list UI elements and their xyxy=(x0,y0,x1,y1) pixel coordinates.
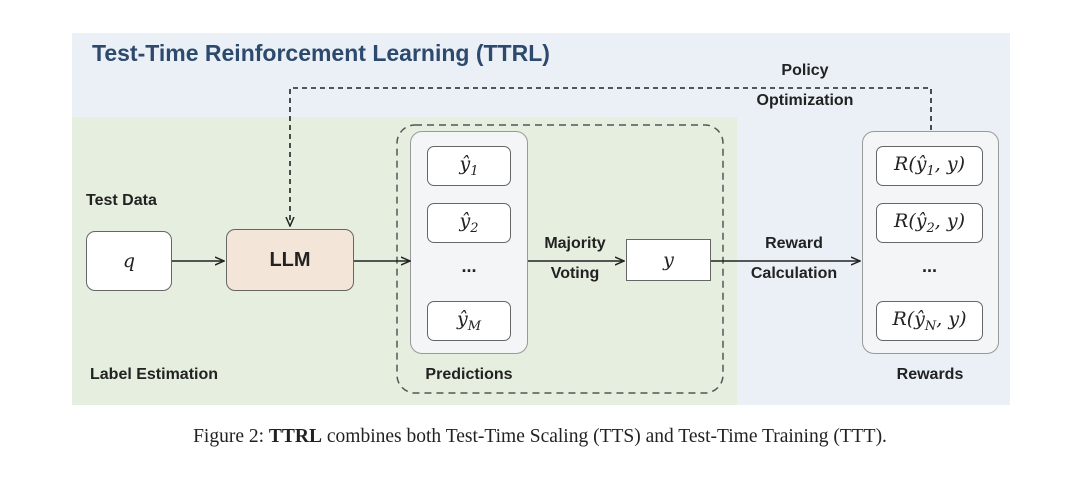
calculation-label: Calculation xyxy=(750,265,838,282)
rewards-ellipsis: ... xyxy=(921,256,937,276)
voting-label: Voting xyxy=(550,265,600,282)
diagram-title: Test-Time Reinforcement Learning (TTRL) xyxy=(92,40,550,66)
voted-label-symbol: y xyxy=(663,249,674,271)
reward-prefix: R(ŷ xyxy=(892,308,925,331)
query-symbol: q xyxy=(122,250,136,272)
policy-label: Policy xyxy=(781,62,829,79)
policy-optimization-feedback-arrow xyxy=(290,87,932,226)
reward-prefix: R(ŷ xyxy=(894,210,927,233)
prediction-box-2: ŷ2 xyxy=(427,203,511,243)
prediction-box-m: ŷM xyxy=(427,301,511,341)
reward-suffix: , y) xyxy=(934,153,965,176)
reward-subscript: 1 xyxy=(926,163,935,179)
prediction-voting-dashed-frame xyxy=(396,124,724,394)
reward-subscript: N xyxy=(924,318,937,334)
label-estimation-label: Label Estimation xyxy=(90,366,219,383)
prediction-subscript: M xyxy=(467,318,482,334)
reward-prefix: R(ŷ xyxy=(894,153,927,176)
reward-subscript: 2 xyxy=(926,220,935,236)
optimization-label: Optimization xyxy=(756,92,854,109)
reward-suffix: , y) xyxy=(934,210,965,233)
reward-box-n: R(ŷN, y) xyxy=(876,301,983,341)
caption-rest: combines both Test-Time Scaling (TTS) an… xyxy=(322,426,887,447)
figure-caption: Figure 2: TTRL combines both Test-Time S… xyxy=(0,426,1080,448)
reward-label: Reward xyxy=(765,235,823,252)
reward-box-2: R(ŷ2, y) xyxy=(876,203,983,243)
caption-prefix: Figure 2: xyxy=(193,426,269,447)
llm-label: LLM xyxy=(269,248,311,271)
predictions-ellipsis: ... xyxy=(461,256,477,276)
voted-label-box: y xyxy=(626,239,711,281)
prediction-symbol: ŷ xyxy=(459,153,471,176)
predictions-label: Predictions xyxy=(425,366,513,383)
test-data-label: Test Data xyxy=(86,192,157,209)
prediction-subscript: 2 xyxy=(470,220,479,236)
caption-bold: TTRL xyxy=(268,426,323,447)
rewards-label: Rewards xyxy=(896,366,964,383)
llm-box: LLM xyxy=(226,229,354,291)
query-box: q xyxy=(86,231,172,291)
majority-label: Majority xyxy=(544,235,606,252)
prediction-symbol: ŷ xyxy=(459,210,471,233)
prediction-symbol: ŷ xyxy=(456,308,468,331)
reward-box-1: R(ŷ1, y) xyxy=(876,146,983,186)
prediction-box-1: ŷ1 xyxy=(427,146,511,186)
reward-suffix: , y) xyxy=(936,308,967,331)
prediction-subscript: 1 xyxy=(470,163,479,179)
